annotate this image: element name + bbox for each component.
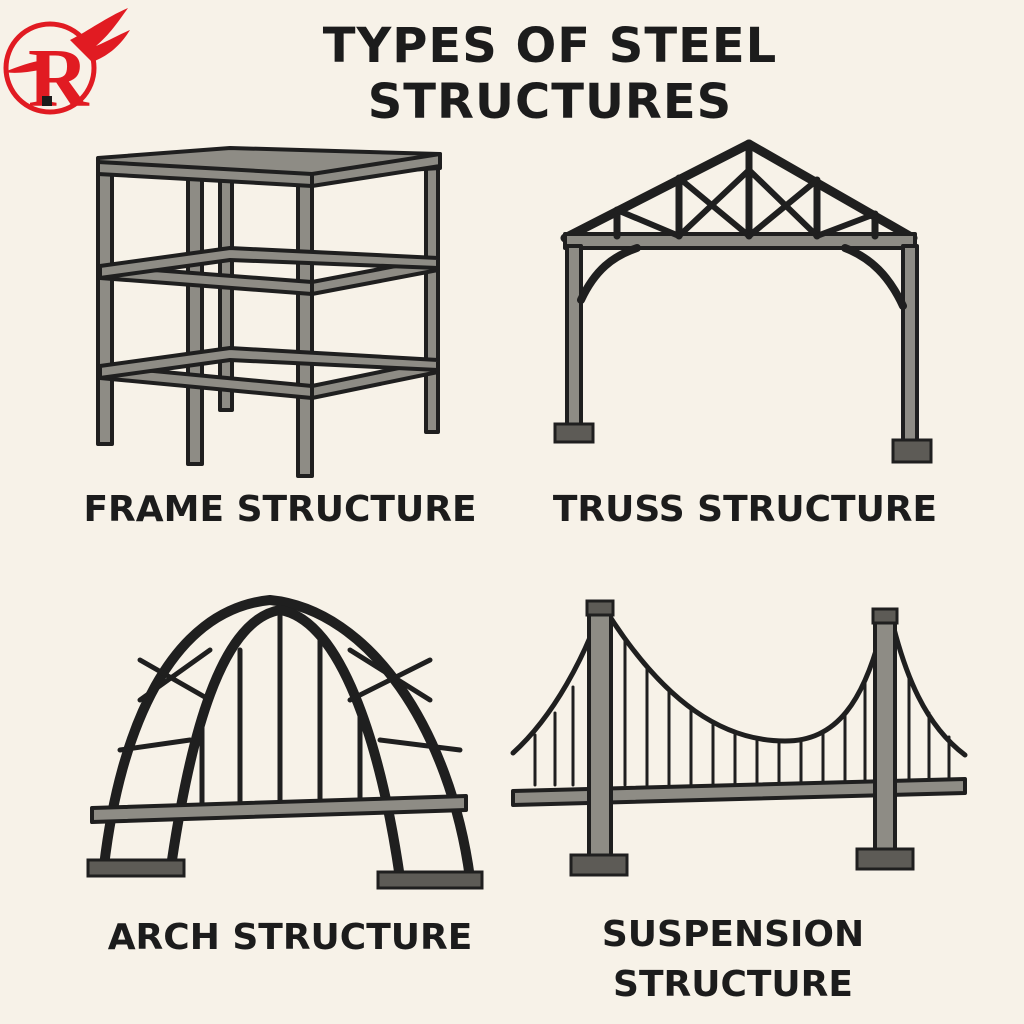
- logo-letter: R: [28, 32, 90, 125]
- panel-frame-structure: FRAME STRUCTURE: [80, 130, 480, 540]
- panel-suspension-structure: SUSPENSION STRUCTURE: [505, 595, 975, 1015]
- arch-structure-label: ARCH STRUCTURE: [107, 917, 473, 958]
- suspension-structure-label-line-1: SUSPENSION: [601, 914, 865, 955]
- frame-structure-label: FRAME STRUCTURE: [83, 489, 477, 530]
- arch-structure-icon: [86, 594, 484, 890]
- suspension-structure-label-line-2: STRUCTURE: [613, 964, 853, 1005]
- frame-structure-icon: [96, 146, 442, 478]
- suspension-structure-icon: [510, 599, 968, 877]
- truss-structure-label: TRUSS STRUCTURE: [552, 489, 938, 530]
- truss-structure-icon: [553, 139, 933, 464]
- panel-arch-structure: ARCH STRUCTURE: [80, 590, 500, 990]
- brand-logo-icon: R: [3, 8, 130, 125]
- page-title: TYPES OF STEEL STRUCTURES: [322, 18, 778, 130]
- panel-truss-structure: TRUSS STRUCTURE: [545, 130, 945, 540]
